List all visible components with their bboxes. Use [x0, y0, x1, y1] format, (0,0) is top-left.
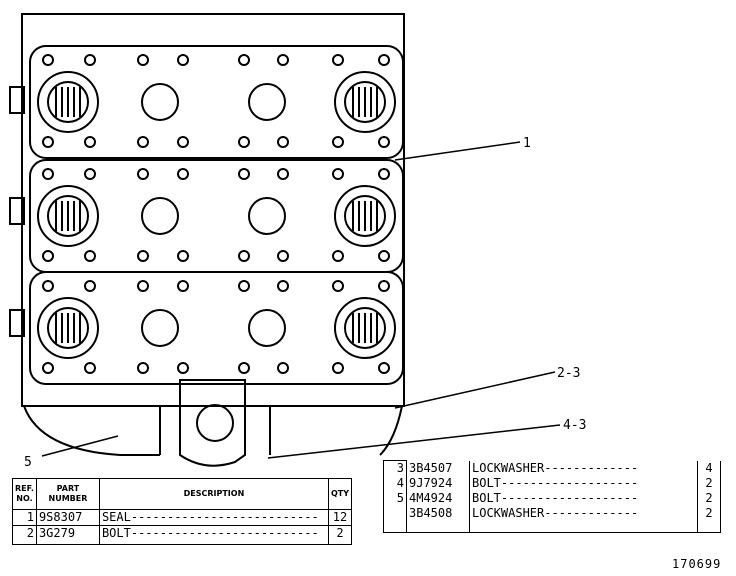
bolt-hole: [332, 54, 344, 66]
bolt-hole: [177, 54, 189, 66]
bolt-hole: [137, 280, 149, 292]
bolt-hole: [84, 168, 96, 180]
bolt-hole: [42, 136, 54, 148]
bolt-hole: [332, 168, 344, 180]
gasket-plate-bottom: [29, 271, 404, 385]
bolt-hole: [277, 362, 289, 374]
row-qty: 2: [697, 506, 721, 533]
row-part: 3B4507: [409, 460, 453, 475]
row-qty: 12: [327, 509, 353, 526]
bolt-hole: [137, 362, 149, 374]
table-row: 4 9J7924 BOLT------------------- 2: [383, 476, 721, 491]
bolt-hole: [84, 136, 96, 148]
row-desc: LOCKWASHER-------------: [469, 460, 698, 476]
bolt-hole: [137, 54, 149, 66]
bolt-hole: [84, 280, 96, 292]
bolt-hole: [137, 136, 149, 148]
parts-table-right: 3 3B4507 LOCKWASHER------------- 4 4 9J7…: [383, 460, 721, 533]
center-hole: [248, 197, 286, 235]
bolt-hole: [84, 362, 96, 374]
bolt-hole: [238, 250, 250, 262]
table-row: 2 3G279 BOLT-------------------------- 2: [12, 525, 353, 545]
center-hole: [141, 197, 179, 235]
row-ref: 3: [383, 460, 407, 476]
bolt-hole: [378, 280, 390, 292]
bolt-hole: [137, 250, 149, 262]
bolt-hole: [42, 362, 54, 374]
callout-5: 5: [24, 455, 32, 470]
bolt-hole: [378, 168, 390, 180]
row-part: 3G279: [35, 525, 100, 545]
bolt-hole: [137, 168, 149, 180]
row-ref: 5: [383, 491, 407, 506]
row-part: 4M4924: [409, 491, 453, 505]
bolt-hole: [238, 168, 250, 180]
figure-number: 170699: [672, 557, 722, 571]
row-qty: 4: [697, 460, 721, 476]
row-desc: BOLT-------------------: [469, 491, 698, 506]
callout-4-3: 4-3: [563, 418, 586, 433]
bolt-hole: [238, 362, 250, 374]
bolt-hole: [177, 250, 189, 262]
bolt-hole: [277, 280, 289, 292]
bolt-hole: [332, 362, 344, 374]
bolt-hole: [42, 250, 54, 262]
bolt-hole: [277, 168, 289, 180]
bolt-hole: [378, 362, 390, 374]
table-row: 3 3B4507 LOCKWASHER------------- 4: [383, 460, 721, 476]
bolt-hole: [238, 136, 250, 148]
bolt-hole: [84, 54, 96, 66]
bolt-hole: [177, 168, 189, 180]
center-hole: [141, 83, 179, 121]
row-qty: 2: [327, 525, 353, 545]
header-ref: REF. NO.: [12, 478, 37, 510]
row-qty: 2: [697, 491, 721, 506]
bolt-hole: [238, 280, 250, 292]
row-ref: [383, 506, 407, 533]
bolt-hole: [42, 168, 54, 180]
row-part: 9J7924: [409, 476, 453, 490]
center-hole: [141, 309, 179, 347]
row-desc: BOLT-------------------: [469, 476, 698, 491]
row-desc: LOCKWASHER-------------: [469, 506, 698, 533]
center-hole: [248, 309, 286, 347]
bolt-hole: [378, 54, 390, 66]
header-part: PART NUMBER: [35, 478, 100, 510]
center-hole: [248, 83, 286, 121]
row-desc: BOLT--------------------------: [98, 525, 329, 545]
bolt-hole: [84, 250, 96, 262]
bolt-hole: [378, 250, 390, 262]
row-part: 3B4508: [406, 506, 470, 533]
bolt-hole: [177, 136, 189, 148]
row-ref: 4: [383, 476, 407, 491]
bolt-hole: [332, 136, 344, 148]
bolt-hole: [238, 54, 250, 66]
bolt-hole: [42, 280, 54, 292]
table-row: 1 9S8307 SEAL-------------------------- …: [12, 509, 353, 526]
row-qty: 2: [697, 476, 721, 491]
gasket-plate-top: [29, 45, 404, 159]
bolt-hole: [177, 280, 189, 292]
parts-table-left: REF. NO. PART NUMBER DESCRIPTION QTY 1 9…: [12, 478, 353, 545]
bolt-hole: [332, 280, 344, 292]
row-ref: 1: [12, 509, 37, 526]
table-row: 3B4508 LOCKWASHER------------- 2: [383, 506, 721, 533]
table-row: 5 4M4924 BOLT------------------- 2: [383, 491, 721, 506]
callout-2-3: 2-3: [557, 366, 580, 381]
bolt-hole: [42, 54, 54, 66]
row-ref: 2: [12, 525, 37, 545]
bolt-hole: [277, 136, 289, 148]
bolt-hole: [378, 136, 390, 148]
bolt-hole: [177, 362, 189, 374]
bolt-hole: [277, 250, 289, 262]
row-desc: SEAL--------------------------: [98, 509, 329, 526]
header-qty: QTY: [327, 478, 353, 510]
header-desc: DESCRIPTION: [98, 478, 329, 510]
callout-1: 1: [523, 136, 531, 151]
bolt-hole: [277, 54, 289, 66]
bolt-hole: [332, 250, 344, 262]
row-part: 9S8307: [35, 509, 100, 526]
